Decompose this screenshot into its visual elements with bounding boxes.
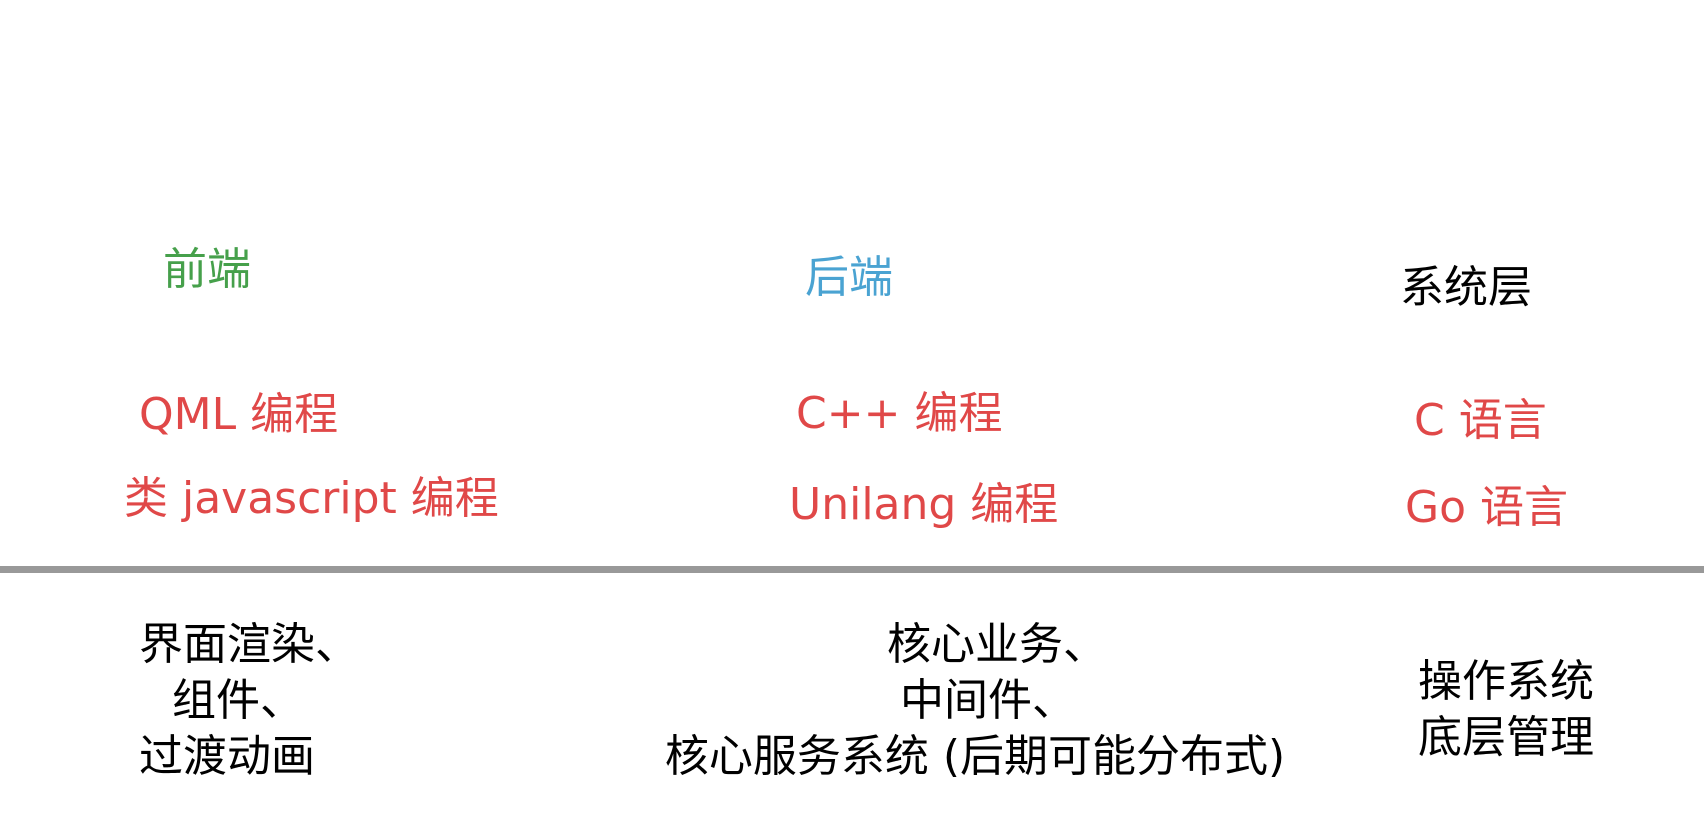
backend-language-cpp: C++ 编程 xyxy=(796,388,1003,439)
system-description-line: 操作系统 xyxy=(1418,656,1594,707)
system-language-go: Go 语言 xyxy=(1405,482,1569,533)
system-description: 操作系统 底层管理 xyxy=(1418,654,1594,766)
backend-description: 核心业务、 中间件、 核心服务系统 (后期可能分布式) xyxy=(641,617,1309,785)
backend-description-line: 中间件、 xyxy=(900,675,1076,726)
system-layer-title: 系统层 xyxy=(1400,262,1532,313)
frontend-description-line: 过渡动画 xyxy=(139,731,315,782)
system-language-c: C 语言 xyxy=(1414,395,1547,446)
frontend-language-qml: QML 编程 xyxy=(139,389,339,440)
frontend-description-line: 组件、 xyxy=(172,675,304,726)
system-description-line: 底层管理 xyxy=(1418,712,1594,763)
horizontal-divider xyxy=(0,566,1704,573)
frontend-description-line: 界面渲染、 xyxy=(139,619,359,670)
frontend-description: 界面渲染、 组件、 过渡动画 xyxy=(139,617,359,785)
frontend-title: 前端 xyxy=(163,244,251,295)
backend-description-line: 核心服务系统 (后期可能分布式) xyxy=(664,731,1286,782)
backend-language-unilang: Unilang 编程 xyxy=(789,479,1059,530)
backend-description-line: 核心业务、 xyxy=(887,619,1107,670)
backend-title: 后端 xyxy=(805,252,893,303)
frontend-language-javascript: 类 javascript 编程 xyxy=(124,473,499,524)
